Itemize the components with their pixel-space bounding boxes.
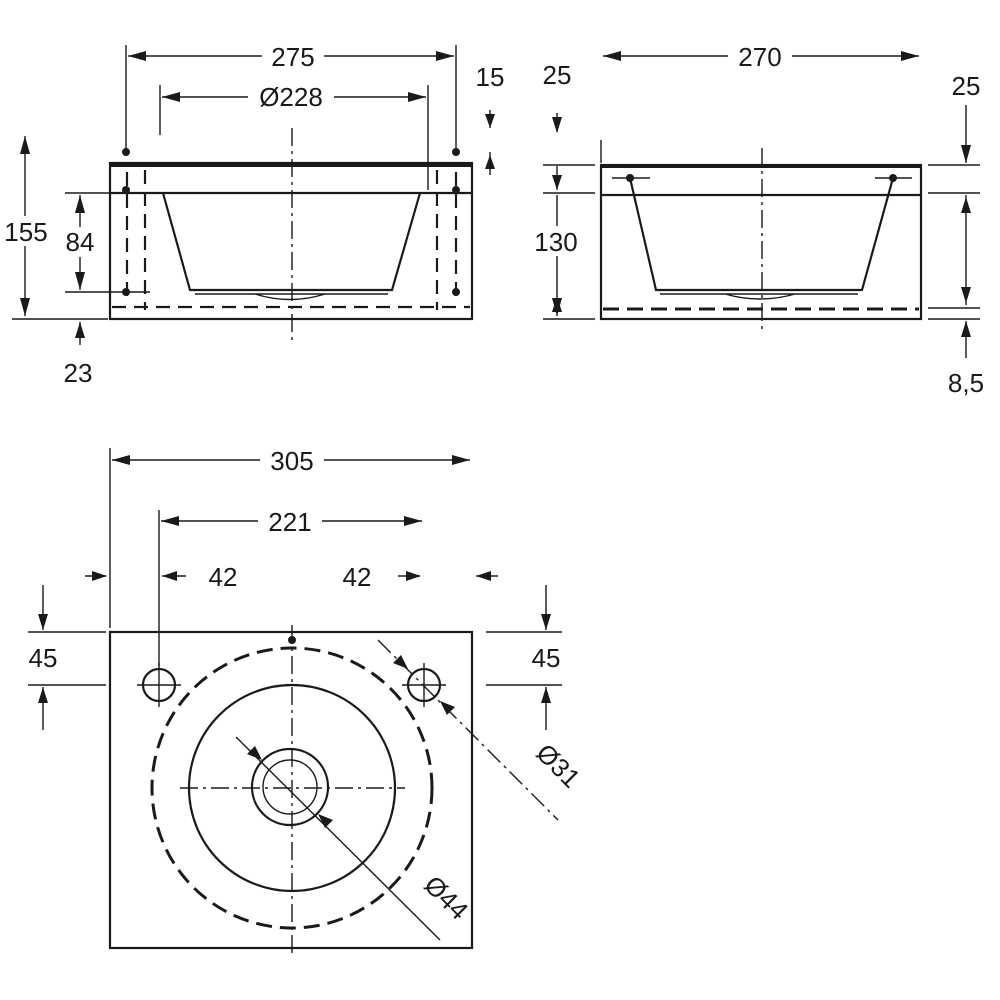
- dim-84-arrow-bot: [75, 272, 85, 290]
- dim-25-left-arrow-bot: [552, 175, 562, 190]
- dim-305-arrow-left: [112, 455, 130, 465]
- dim-45-right-arrow-bot: [541, 687, 551, 703]
- dim-8-5-arrow: [961, 321, 971, 337]
- dim-42-left-arrow-b: [162, 571, 177, 581]
- dim-84-arrow-top: [75, 195, 85, 213]
- dim-228-arrow-left: [162, 92, 180, 102]
- dim-31-leader: [377, 639, 559, 821]
- top-drain-inner: [262, 759, 318, 815]
- dim-42-left-arrow-a: [92, 571, 107, 581]
- side-bowl-profile: [628, 177, 895, 292]
- dim-228-arrow-right: [408, 92, 426, 102]
- dim-25-right-arrow-top: [961, 145, 971, 163]
- dim-44-arrow-a: [247, 746, 262, 760]
- side-rivet-left: [626, 174, 634, 182]
- side-drain-profile: [660, 293, 858, 300]
- side-rivet-right: [889, 174, 897, 182]
- dim-45-right-arrow-top: [541, 614, 551, 630]
- dim-42-left-label: 42: [209, 562, 238, 592]
- front-rivet-left-top: [122, 148, 130, 156]
- dim-45-left-label: 45: [29, 643, 58, 673]
- dim-8-5-label: 8,5: [948, 368, 984, 398]
- dim-305-label: 305: [270, 446, 313, 476]
- front-body-outline: [108, 161, 474, 321]
- dim-31-label: Ø31: [530, 738, 586, 794]
- dim-305-arrow-right: [452, 455, 470, 465]
- top-drain-outer: [250, 747, 330, 827]
- front-rivet-left-mid: [122, 186, 130, 194]
- dim-275-arrow-right: [436, 51, 454, 61]
- dim-270-label: 270: [738, 42, 781, 72]
- dim-44-label: Ø44: [418, 870, 474, 926]
- side-view: 270 25 130 25 8,5: [528, 40, 984, 398]
- dim-15-arrow-bot: [485, 155, 495, 169]
- dim-45-left-arrow-top: [38, 614, 48, 630]
- dim-130-arrow-top: [552, 296, 562, 312]
- dim-228-label: Ø228: [259, 82, 323, 112]
- dim-right-arrow-b: [961, 287, 971, 303]
- dim-25-left-label: 25: [543, 60, 572, 90]
- front-rivet-right-low: [452, 288, 460, 296]
- side-body-outline: [599, 163, 923, 321]
- dim-45-right-label: 45: [532, 643, 561, 673]
- tap-hole-right: [402, 663, 446, 707]
- dim-31-arrow-a: [393, 655, 408, 669]
- dim-221-label: 221: [268, 507, 311, 537]
- dim-275-arrow-left: [128, 51, 146, 61]
- front-rivet-right-mid: [452, 186, 460, 194]
- dim-23-label: 23: [64, 358, 93, 388]
- top-center-mark: [288, 636, 296, 644]
- tap-hole-left: [137, 663, 181, 707]
- dim-155-arrow-bot: [20, 298, 30, 316]
- dim-23-arrow: [75, 322, 85, 338]
- dim-42-right-arrow-a: [406, 571, 421, 581]
- dim-44-arrow-b: [318, 814, 333, 828]
- dim-275-label: 275: [271, 42, 314, 72]
- dim-31-arrow-b: [440, 701, 455, 715]
- dim-25-right-label: 25: [952, 71, 981, 101]
- front-rivet-right-top: [452, 148, 460, 156]
- dim-44-leader: [235, 736, 441, 941]
- front-bowl-profile: [161, 192, 422, 292]
- front-view: 275 Ø228 15 155 84: [0, 40, 504, 388]
- top-body-outline: [108, 630, 474, 950]
- dim-270-arrow-left: [603, 51, 621, 61]
- dim-84-label: 84: [66, 227, 95, 257]
- dim-right-arrow-a: [961, 197, 971, 213]
- dim-15-arrow-top: [485, 114, 495, 128]
- dim-221-arrow-right: [404, 516, 422, 526]
- top-view: 305 221 42 42 45: [22, 444, 586, 955]
- dim-221-arrow-left: [161, 516, 179, 526]
- dim-270-arrow-right: [901, 51, 919, 61]
- dim-130-label: 130: [534, 227, 577, 257]
- dim-25-left-arrow-top: [552, 117, 562, 133]
- dim-42-right-label: 42: [343, 562, 372, 592]
- dim-155-arrow-top: [20, 136, 30, 154]
- dim-45-left-arrow-bot: [38, 687, 48, 703]
- dim-155-label: 155: [4, 217, 47, 247]
- dim-15-label: 15: [476, 62, 505, 92]
- dim-42-right-arrow-b: [476, 571, 491, 581]
